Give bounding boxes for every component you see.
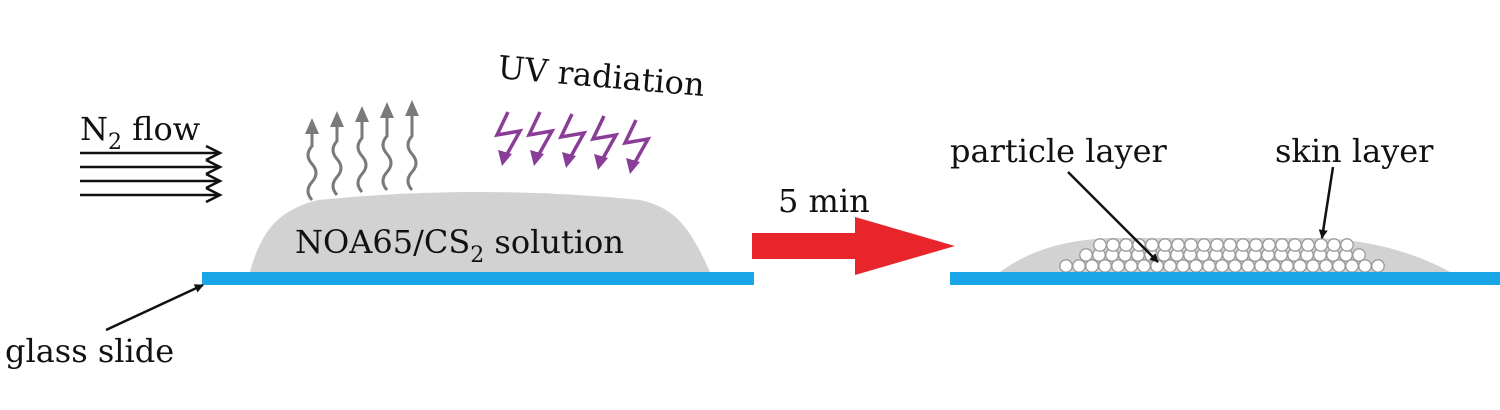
solution-label: NOA65/CS2 solution <box>295 223 624 268</box>
particle <box>1158 238 1172 252</box>
particle <box>1301 238 1315 252</box>
glass-slide-right <box>950 272 1500 285</box>
particle-layer <box>1059 238 1385 273</box>
particle <box>1358 259 1372 273</box>
n2-flow-arrows <box>80 144 223 204</box>
particle <box>1345 259 1359 273</box>
skin-layer-pointer <box>1318 166 1335 239</box>
particle <box>1085 259 1099 273</box>
particle <box>1202 259 1216 273</box>
particle <box>1145 238 1159 252</box>
particle <box>1223 238 1237 252</box>
uv-radiation-arrows <box>493 111 652 165</box>
particle <box>1267 259 1281 273</box>
particle <box>1280 259 1294 273</box>
particle <box>1215 259 1229 273</box>
particle <box>1210 238 1224 252</box>
particle <box>1189 259 1203 273</box>
uv-arrowheads <box>498 150 640 174</box>
particle <box>1254 259 1268 273</box>
particle <box>1184 238 1198 252</box>
particle <box>1314 238 1328 252</box>
glass-slide-label: glass slide <box>5 332 174 370</box>
particle <box>1132 238 1146 252</box>
particle <box>1171 238 1185 252</box>
particle <box>1137 259 1151 273</box>
particle <box>1079 248 1093 262</box>
particle <box>1352 248 1366 262</box>
particle <box>1163 259 1177 273</box>
particle <box>1371 259 1385 273</box>
particle <box>1072 259 1086 273</box>
particle <box>1124 259 1138 273</box>
particle <box>1197 238 1211 252</box>
particle-layer-pointer <box>1067 171 1159 263</box>
particle <box>1228 259 1242 273</box>
particle <box>1340 238 1354 252</box>
time-label: 5 min <box>778 182 870 220</box>
particle <box>1288 238 1302 252</box>
particle <box>1059 259 1073 273</box>
particle <box>1275 238 1289 252</box>
evaporation-arrowheads <box>305 100 419 134</box>
evaporation-arrows <box>306 114 418 201</box>
glass-slide-left <box>202 272 754 285</box>
n2-flow-label: N2 flow <box>80 110 200 155</box>
particle <box>1241 259 1255 273</box>
particle <box>1306 259 1320 273</box>
particle <box>1119 238 1133 252</box>
particle <box>1176 259 1190 273</box>
uv-radiation-label: UV radiation <box>496 48 706 104</box>
particle-layer-label: particle layer <box>950 132 1168 170</box>
glass-slide-pointer <box>105 283 204 332</box>
particle <box>1262 238 1276 252</box>
particle <box>1319 259 1333 273</box>
particle <box>1098 259 1112 273</box>
particle <box>1293 259 1307 273</box>
particle <box>1111 259 1125 273</box>
solution-droplet <box>250 192 710 272</box>
particle <box>1106 238 1120 252</box>
particle <box>1327 238 1341 252</box>
process-arrow <box>752 217 955 275</box>
skin-layer-label: skin layer <box>1275 132 1434 170</box>
particle <box>1332 259 1346 273</box>
particle <box>1249 238 1263 252</box>
particle <box>1093 238 1107 252</box>
particle <box>1236 238 1250 252</box>
